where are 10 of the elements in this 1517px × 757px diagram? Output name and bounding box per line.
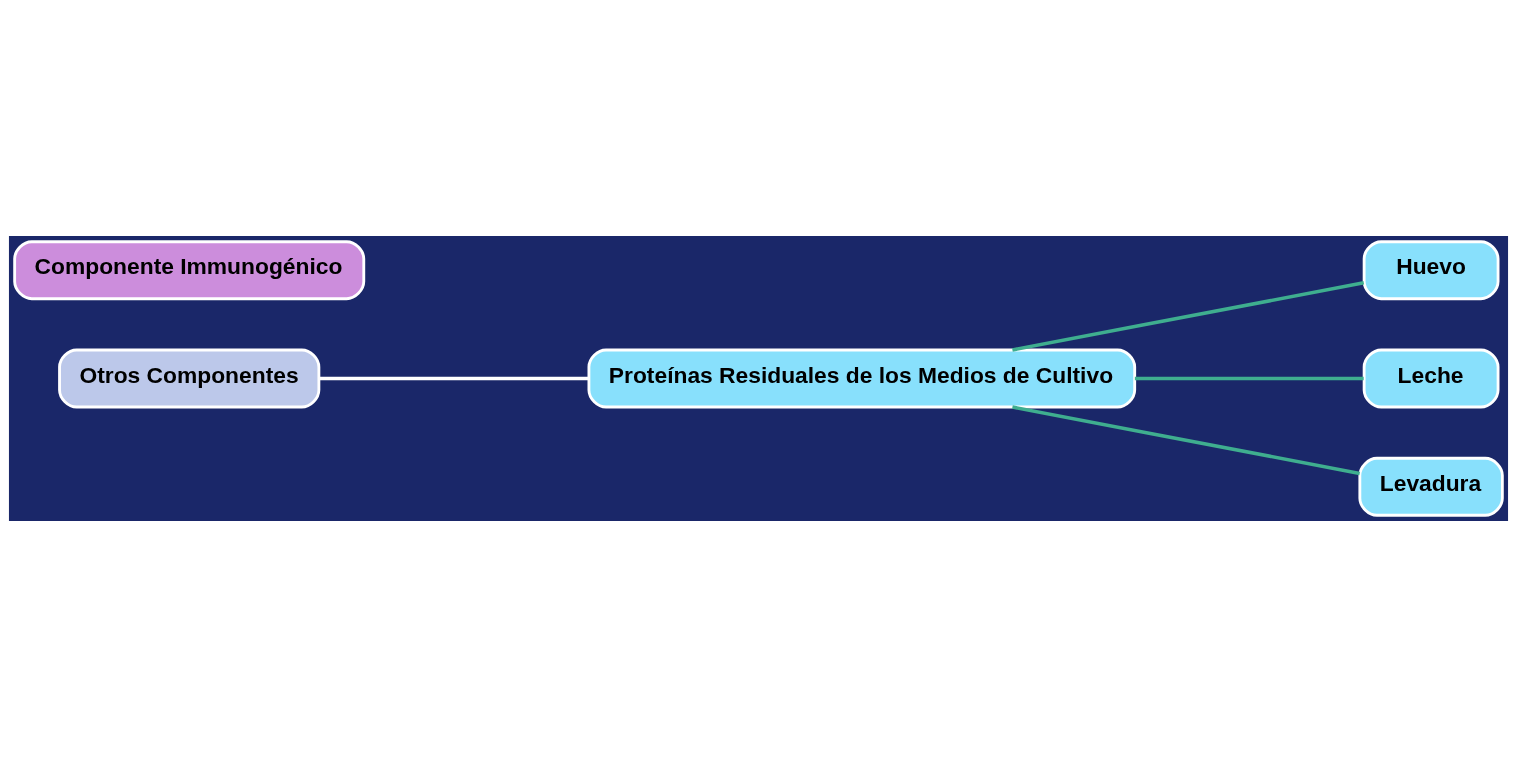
connector bbox=[1012, 405, 1360, 476]
node-box: Otros Componentes bbox=[58, 348, 321, 409]
connector bbox=[318, 376, 589, 381]
connector bbox=[1012, 281, 1365, 352]
node-box: Levadura bbox=[1358, 456, 1504, 517]
node-box: Leche bbox=[1362, 348, 1500, 409]
connector bbox=[1134, 376, 1364, 381]
node-box: Componente Immunogénico bbox=[13, 240, 366, 301]
node-box: Proteínas Residuales de los Medios de Cultivo bbox=[587, 348, 1137, 409]
node-box: Huevo bbox=[1362, 240, 1500, 301]
